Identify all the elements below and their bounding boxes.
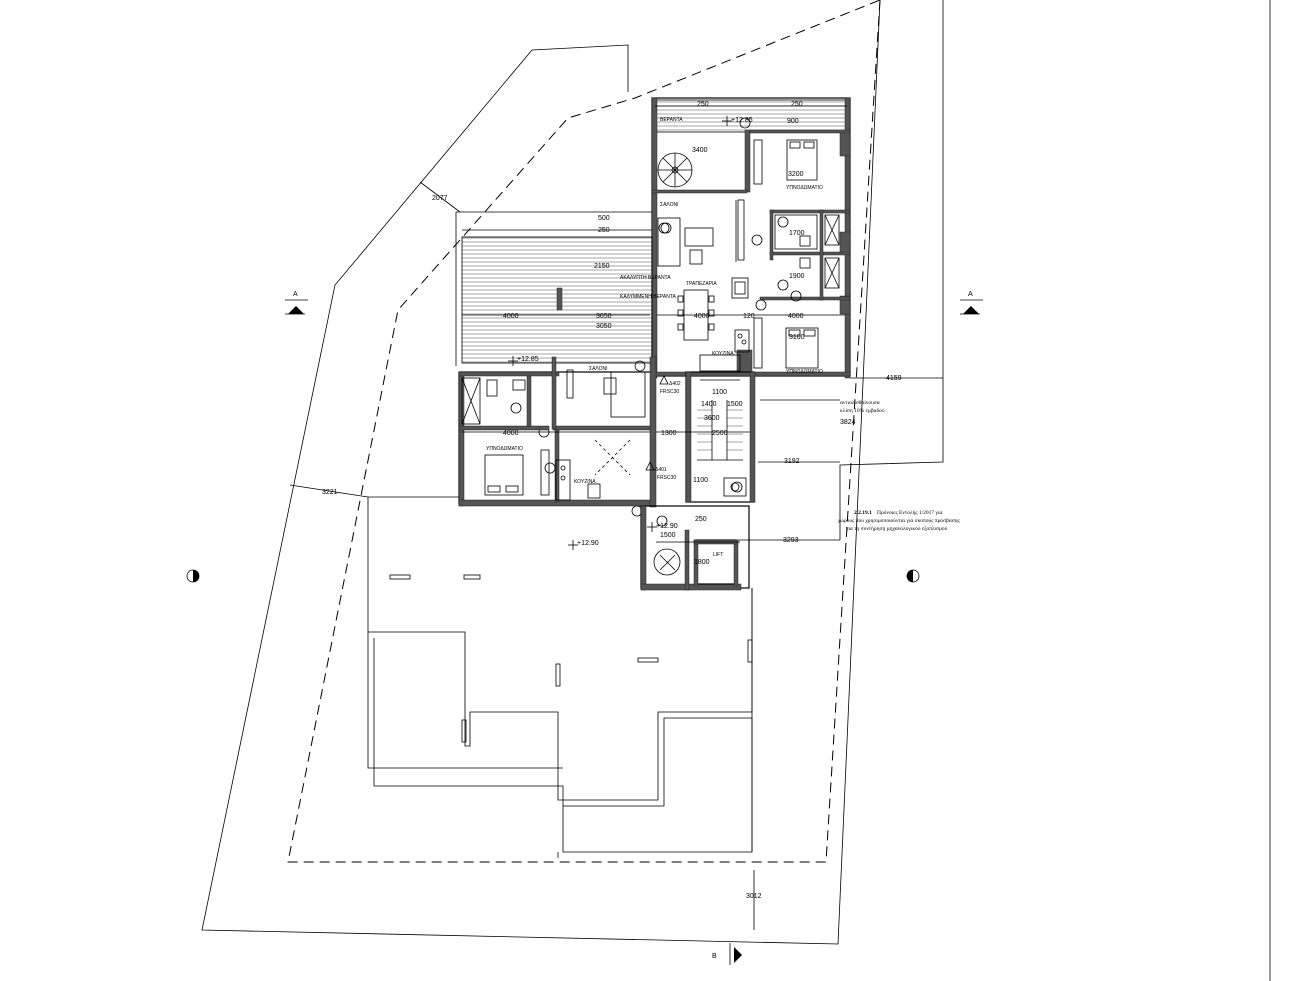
level-marker: [508, 116, 732, 550]
lift-machine-icon: [653, 548, 681, 576]
dim-site-top-left: 2077: [432, 195, 448, 202]
door-label: Δ402: [669, 381, 681, 387]
annotation-notes: αντιολισθαίνουσα κλίση 10% εμβαδού 2.2.1…: [838, 400, 961, 532]
room-label: ΥΠΝΟΔΩΜΑΤΙΟ: [786, 369, 823, 375]
section-marker-b-left: [186, 569, 200, 583]
door-label: FRSC30: [657, 475, 676, 481]
dim-label: 250: [791, 101, 803, 108]
section-marker-a-right: [960, 299, 983, 315]
dim-label: 1300: [661, 430, 677, 437]
room-label: ΑΚΑΛΥΠΤΗ ΒΕΡΑΝΤΑ: [620, 275, 671, 281]
site-boundary: [201, 0, 881, 945]
door-label: FRSC30: [660, 389, 679, 395]
mechanical-unit: [723, 477, 747, 497]
dim-label: 3400: [692, 147, 708, 154]
dim-label: 4000: [694, 313, 710, 320]
section-b-label: B: [712, 953, 717, 960]
dim-label: 1100: [712, 389, 727, 396]
note-regulation: Πρόνοιες Εντολής 1/2017 για: [877, 510, 942, 516]
room-label: ΚΟΥΖΙΝΑ: [574, 479, 596, 485]
level-labels: +12.85 +12.85 +12.90 +12.90: [517, 117, 753, 547]
dim-label: 1100: [693, 477, 708, 484]
dim-label: 1400: [701, 401, 717, 408]
room-label: ΥΠΝΟΔΩΜΑΤΙΟ: [486, 446, 523, 452]
room-label: ΥΠΝΟΔΩΜΑΤΙΟ: [786, 185, 823, 191]
dim-site-right-bottom: 3293: [783, 537, 799, 544]
room-dimension-labels: 250 250 900 3400 3200 1700 1900 3100 500…: [503, 101, 805, 566]
dim-label: 3200: [788, 171, 804, 178]
dim-label: 4000: [788, 313, 804, 320]
dim-site-right-mid: 3824: [840, 419, 856, 426]
note-slope: αντιολισθαίνουσα: [840, 400, 880, 406]
site-dimension-labels: 2077 3221 4159 3824 3192 3293 3012: [322, 195, 902, 900]
dim-site-right-low: 3192: [784, 458, 800, 465]
note-slope: κλίση 10% εμβαδού: [840, 408, 885, 414]
room-labels: ΒΕΡΑΝΤΑ ΣΑΛΟΝΙ ΥΠΝΟΔΩΜΑΤΙΟ ΤΡΑΠΕΖΑΡΙΑ ΚΟ…: [486, 117, 823, 558]
dim-label: 120: [743, 313, 755, 320]
dim-label: 3100: [789, 334, 805, 341]
level-lobby: +12.90: [656, 523, 678, 530]
door-label: Δ401: [655, 467, 667, 473]
room-label: ΤΡΑΠΕΖΑΡΙΑ: [686, 281, 717, 287]
door-labels: Δ402 FRSC30 Δ401 FRSC30: [655, 381, 681, 481]
section-a-label: A: [968, 291, 973, 298]
dim-site-right-top: 4159: [886, 375, 902, 382]
dim-label: 2500: [712, 430, 728, 437]
dim-label: 1800: [694, 559, 710, 566]
setback-line: [287, 0, 881, 863]
section-mark-labels: A A B: [293, 291, 973, 960]
dim-label: 1900: [789, 273, 805, 280]
section-a-label: A: [293, 291, 298, 298]
dim-label: 3050: [596, 323, 612, 330]
dim-label: 3600: [704, 415, 720, 422]
terrace-top-deck: [654, 99, 848, 133]
dim-label: 4000: [503, 430, 519, 437]
dim-label: 900: [787, 118, 799, 125]
dim-label: 1500: [660, 532, 676, 539]
note-regulation: για τη συντήρηση μηχανολογικού εξοπλισμο…: [845, 526, 948, 532]
room-label: ΒΕΡΑΝΤΑ: [660, 117, 683, 123]
section-marker-a-left: [285, 299, 308, 315]
room-label: ΣΑΛΟΝΙ: [589, 366, 608, 372]
section-marker-b-bottom: [729, 943, 742, 965]
dim-label: 3650: [596, 313, 612, 320]
note-regulation-ref: 2.2.19.1: [854, 510, 872, 516]
level-top-terrace: +12.85: [731, 117, 753, 124]
bed-right: [785, 327, 819, 369]
dim-label: 2150: [594, 263, 610, 270]
roof-outline: [367, 497, 753, 801]
dim-label: 4000: [503, 313, 519, 320]
dim-label: 1500: [727, 401, 743, 408]
room-label: ΚΟΥΖΙΝΑ: [712, 351, 734, 357]
dim-label: 250: [695, 516, 707, 523]
dim-label: 500: [598, 215, 610, 222]
level-roof: +12.90: [577, 540, 599, 547]
dim-label: 250: [598, 227, 610, 234]
dim-label: 250: [697, 101, 709, 108]
room-label: ΚΑΛΥΜΜΕΝΗ ΒΕΡΑΝΤΑ: [620, 294, 677, 300]
bed-left: [484, 454, 524, 496]
room-label: ΣΑΛΟΝΙ: [660, 202, 679, 208]
dim-label: 1700: [789, 230, 805, 237]
bed-top: [786, 139, 818, 181]
dim-site-bottom: 3012: [746, 893, 762, 900]
section-marker-b-right: [906, 569, 920, 583]
room-label: LIFT: [713, 552, 723, 558]
dim-site-left: 3221: [322, 489, 338, 496]
site-boundary-right: [839, 0, 944, 540]
note-regulation: χώρους που χρησιμοποιούνται για σκοπούς …: [838, 518, 961, 524]
level-left-terrace: +12.85: [517, 356, 539, 363]
